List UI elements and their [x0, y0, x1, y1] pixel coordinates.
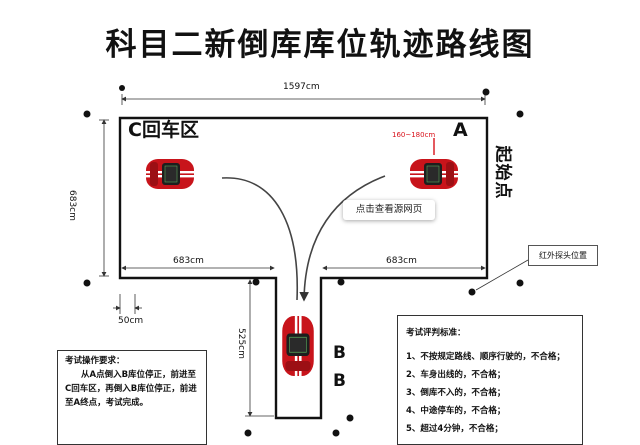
- criteria-item: 4、中途停车的，不合格；: [406, 406, 506, 416]
- zone-a-label: A: [453, 119, 468, 141]
- zone-b-label-2: B: [333, 371, 346, 391]
- dim-height: 683cm: [67, 190, 77, 221]
- evaluation-criteria-box: 考试评判标准： 1、不按规定路线、顺序行驶的，不合格； 2、车身出线的，不合格；…: [397, 315, 583, 445]
- course-boundary: [118, 116, 489, 420]
- criteria-item: 3、倒库不入的，不合格；: [406, 388, 506, 398]
- operation-requirements-box: 考试操作要求： 从A点倒入B库位停正，前进至C回车区，再倒入B库位停正，前进至A…: [57, 350, 207, 445]
- dimension-lines: [99, 94, 486, 417]
- evaluation-criteria-title: 考试评判标准：: [406, 328, 466, 338]
- view-source-link[interactable]: 点击查看源网页: [343, 200, 435, 220]
- criteria-item: 5、超过4分钟，不合格；: [406, 424, 503, 434]
- dim-left-width: 683cm: [173, 256, 204, 266]
- car-c-area: [145, 158, 195, 190]
- start-point-label: 起始点: [492, 145, 513, 200]
- dim-line-offset: 50cm: [118, 316, 144, 326]
- car-b-garage: [281, 315, 315, 377]
- operation-requirements-body: 从A点倒入B库位停正，前进至C回车区，再倒入B库位停正，前进至A终点，考试完成。: [65, 370, 197, 408]
- dim-total-width: 1597cm: [283, 82, 320, 92]
- probe-dots: [83, 85, 524, 437]
- diagram-title: 科目二新倒库库位轨迹路线图: [105, 27, 535, 63]
- car-a-point: [409, 158, 459, 190]
- zone-b-label: B: [333, 343, 346, 363]
- range-label: 160~180cm: [392, 131, 436, 139]
- dim-right-width: 683cm: [386, 256, 417, 266]
- probe-callout-leader: [475, 259, 529, 291]
- probe-position-label: 红外探头位置: [528, 245, 598, 266]
- operation-requirements-title: 考试操作要求：: [65, 356, 125, 366]
- dim-garage-depth: 525cm: [236, 328, 246, 359]
- criteria-item: 1、不按规定路线、顺序行驶的，不合格；: [406, 352, 565, 362]
- zone-c-label: C回车区: [128, 119, 199, 141]
- track-lines: [221, 175, 386, 302]
- criteria-item: 2、车身出线的，不合格；: [406, 370, 506, 380]
